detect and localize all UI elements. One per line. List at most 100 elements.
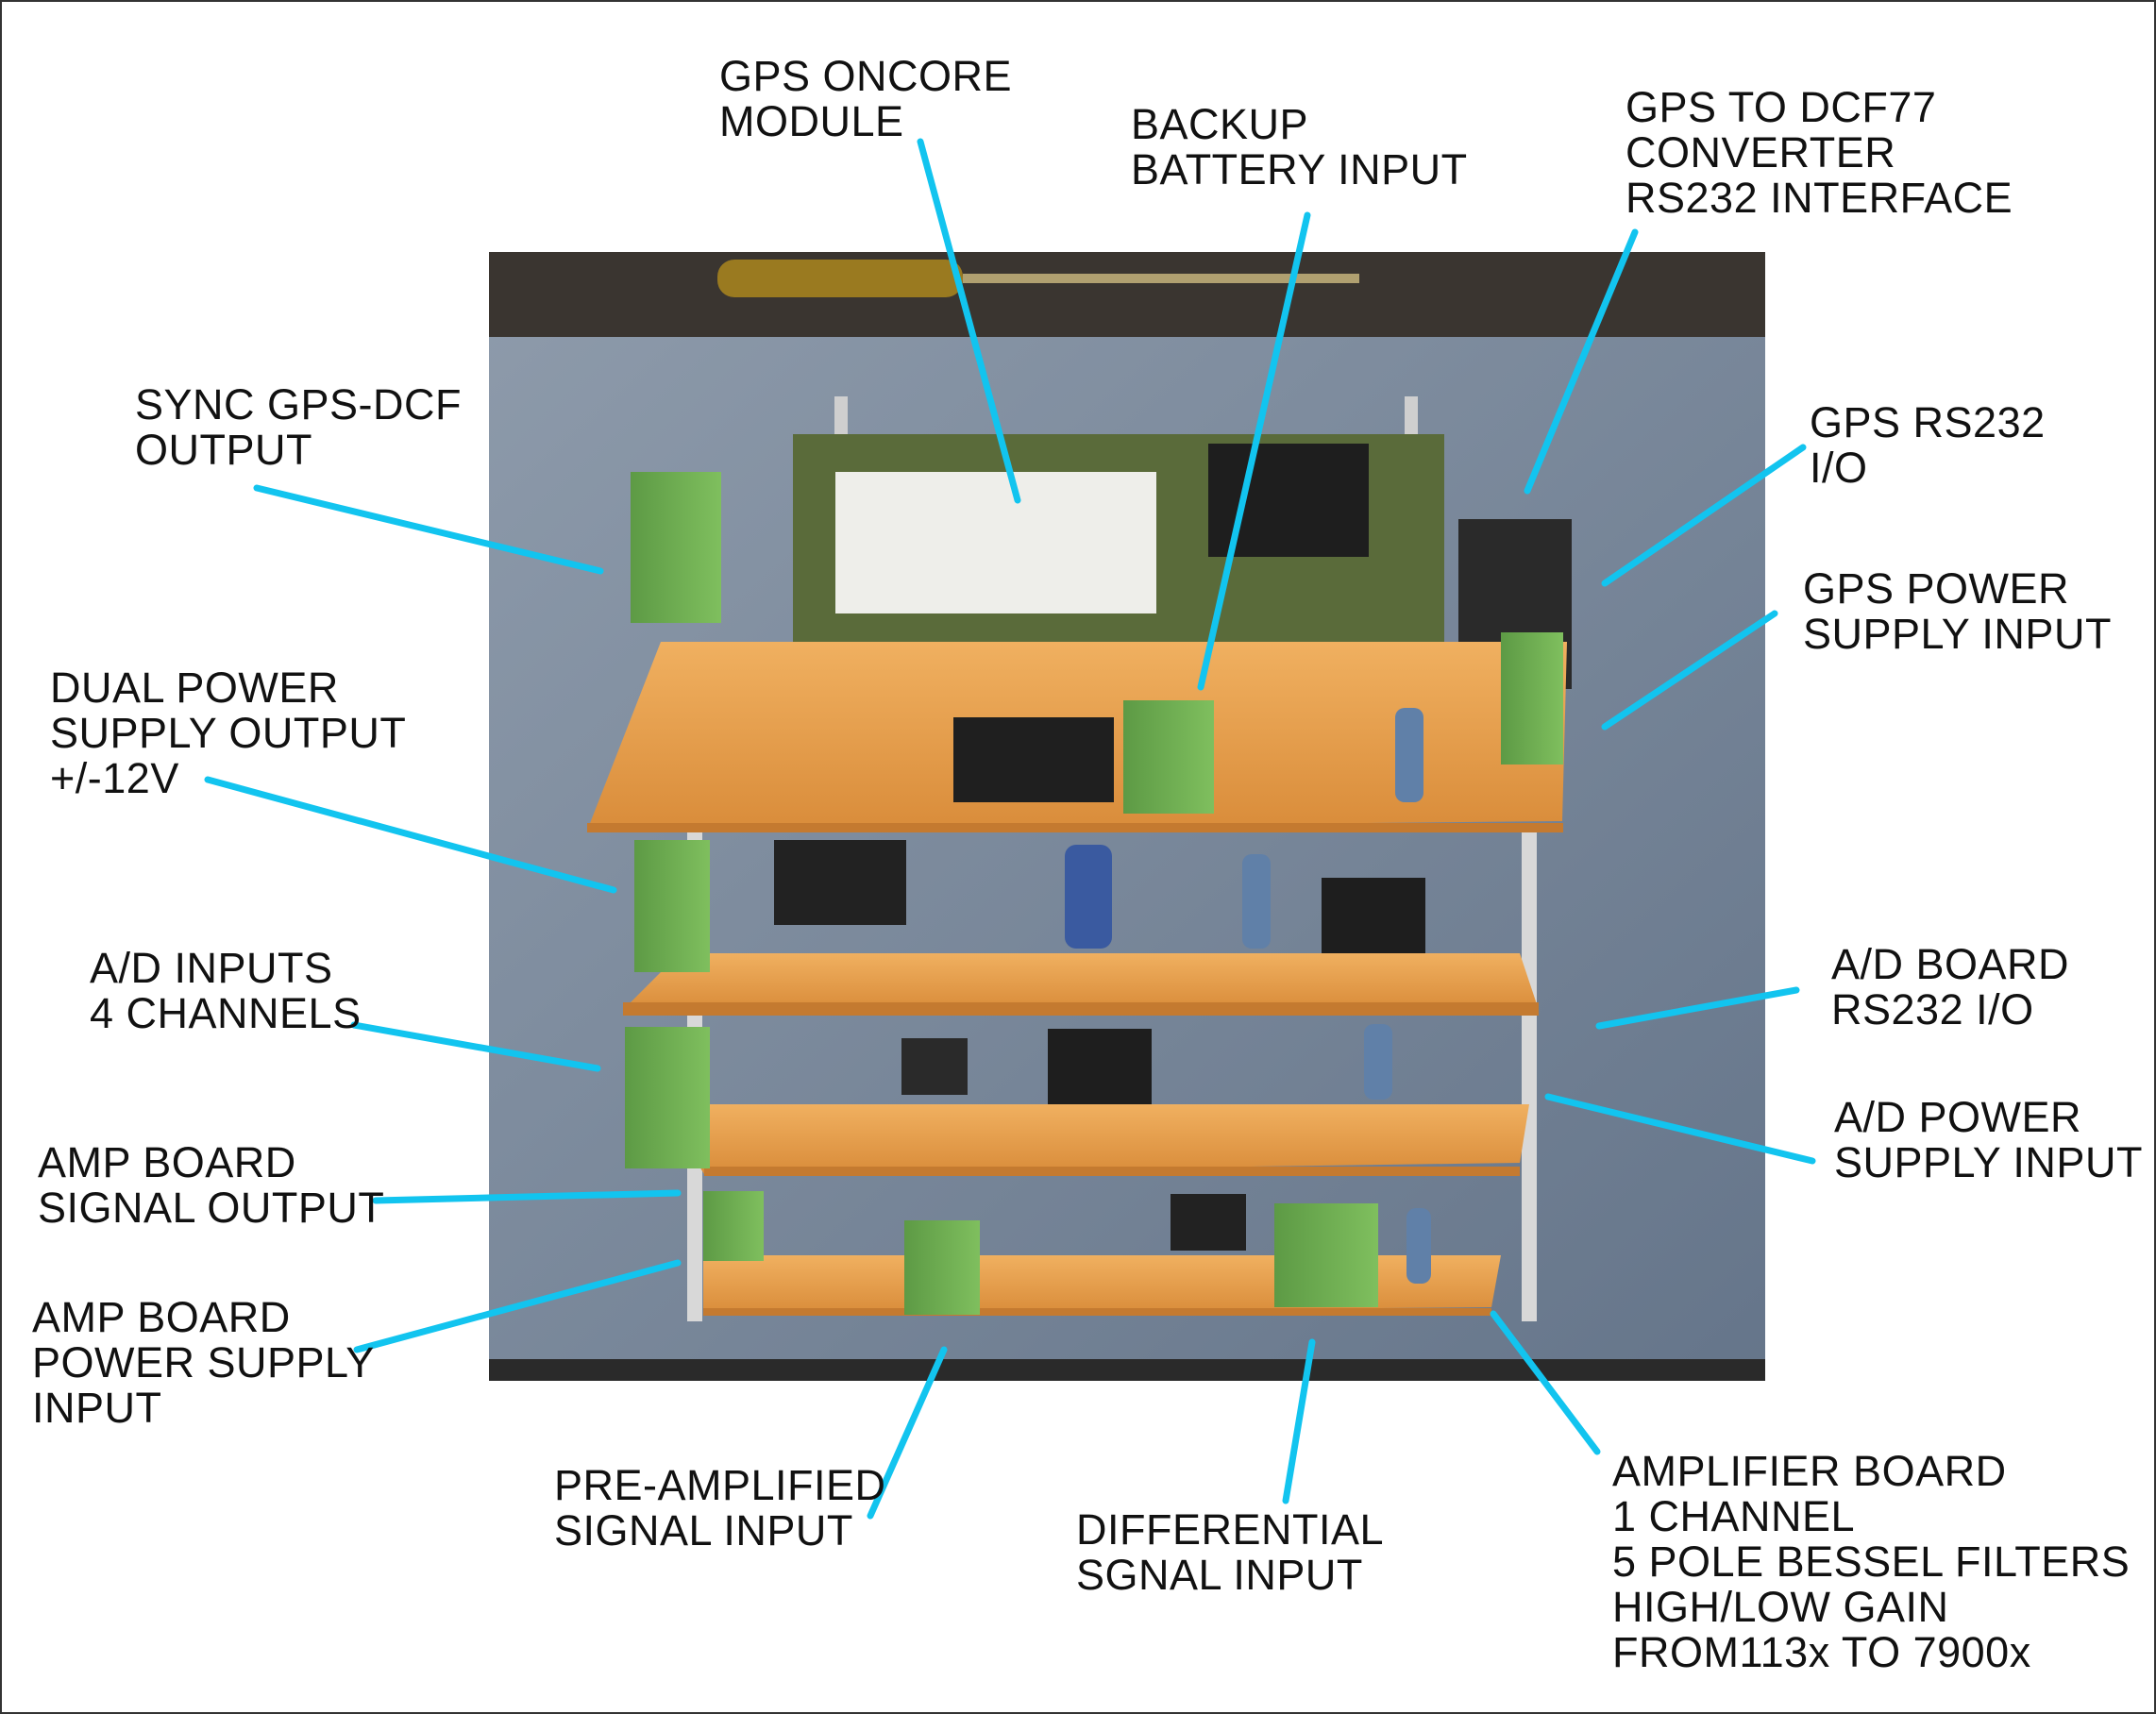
label-line: SUPPLY INPUT [1834,1138,2143,1186]
label-ad-inputs: A/D INPUTS 4 CHANNELS [90,946,362,1036]
leader-line [1595,986,1800,1030]
label-amplifier-board: AMPLIFIER BOARD 1 CHANNEL 5 POLE BESSEL … [1612,1449,2130,1675]
label-line: AMPLIFIER BOARD [1612,1447,2007,1495]
label-gps-rs232-io: GPS RS232 I/O [1810,400,2046,491]
amp-capacitor [1364,1024,1392,1100]
amp-output-terminal-block [703,1191,764,1261]
label-gps-to-dcf77-converter: GPS TO DCF77 CONVERTER RS232 INTERFACE [1625,85,2013,221]
leader-line [350,1021,601,1072]
ad-board-edge [623,1002,1539,1016]
label-line: SUPPLY INPUT [1803,610,2112,658]
label-line: AMP BOARD [32,1293,291,1341]
leader-line [1601,444,1807,587]
label-line: RS232 INTERFACE [1625,174,2013,222]
label-line: 5 POLE BESSEL FILTERS [1612,1538,2131,1586]
ad-inputs-terminal-block [625,1027,710,1168]
amp-ic [1048,1029,1152,1104]
capacitor [1395,708,1423,802]
label-line: SIGNAL INPUT [554,1506,853,1554]
label-line: +/-12V [50,754,179,802]
label-dual-power-supply-output: DUAL POWER SUPPLY OUTPUT +/-12V [50,665,406,801]
photo-top-shadow [489,252,1765,337]
label-line: BACKUP [1131,100,1309,148]
label-line: I/O [1810,444,1868,492]
ad-ic [1322,878,1425,953]
label-line: OUTPUT [135,426,312,474]
leader-line [867,1346,948,1520]
label-line: GPS ONCORE [719,52,1013,100]
label-line: A/D POWER [1834,1093,2082,1141]
ic-socket [953,717,1114,802]
amp-board-lower-edge [703,1308,1491,1316]
label-amp-board-signal-output: AMP BOARD SIGNAL OUTPUT [38,1140,384,1231]
leader-line [1490,1310,1601,1455]
amp-lower-ic [1171,1194,1246,1251]
pre-amp-terminal-block [904,1220,980,1315]
label-line: 1 CHANNEL [1612,1492,1856,1540]
label-line: SYNC GPS-DCF [135,380,463,428]
leader-line [1524,228,1639,495]
label-line: AMP BOARD [38,1138,296,1186]
leader-line [917,138,1021,504]
amp-lower-capacitor [1406,1208,1431,1284]
dual-supply-terminal-block [634,840,710,972]
label-gps-oncore-module: GPS ONCORE MODULE [719,54,1012,144]
ad-component-block [774,840,906,925]
label-line: 4 CHANNELS [90,989,362,1037]
ad-potentiometer [1065,845,1112,949]
label-line: SUPPLY OUTPUT [50,709,407,757]
label-line: PRE-AMPLIFIED [554,1461,886,1509]
label-gps-power-supply-input: GPS POWER SUPPLY INPUT [1803,566,2112,657]
leader-line [1282,1338,1316,1504]
label-line: GPS POWER [1803,564,2070,613]
label-pre-amplified-signal-input: PRE-AMPLIFIED SIGNAL INPUT [554,1463,886,1554]
label-line: CONVERTER [1625,128,1896,176]
amp-ic [901,1038,968,1095]
screwdriver-handle [717,260,963,297]
standoff-post [1522,831,1537,1321]
label-line: RS232 I/O [1831,985,2034,1033]
label-sync-gps-dcf-output: SYNC GPS-DCF OUTPUT [135,382,462,473]
leader-line [253,484,604,575]
label-line: A/D BOARD [1831,940,2070,988]
label-line: FROM113x TO 7900x [1612,1628,2031,1676]
sync-output-terminal-block [631,472,721,623]
ad-capacitor [1242,854,1271,949]
screwdriver-shaft [963,274,1359,283]
label-line: SGNAL INPUT [1076,1551,1363,1599]
leader-line [372,1189,682,1204]
differential-terminal-block [1274,1203,1378,1307]
label-ad-board-rs232-io: A/D BOARD RS232 I/O [1831,942,2069,1033]
amp-board-lower [703,1255,1501,1314]
label-line: HIGH/LOW GAIN [1612,1583,1949,1631]
battery-terminal-block [1123,700,1214,814]
label-backup-battery-input: BACKUP BATTERY INPUT [1131,102,1468,193]
leader-lines [204,138,1816,1520]
circuit-photo [489,252,1765,1381]
label-line: A/D INPUTS [90,944,333,992]
label-line: MODULE [719,97,904,145]
label-line: GPS RS232 [1810,398,2046,446]
label-line: DUAL POWER [50,664,339,712]
leader-line [353,1259,682,1353]
label-line: POWER SUPPLY [32,1338,375,1386]
label-line: INPUT [32,1384,162,1432]
label-ad-power-supply-input: A/D POWER SUPPLY INPUT [1834,1095,2143,1185]
converter-board-edge [587,823,1563,832]
gps-power-terminal-block [1501,632,1563,765]
label-line: DIFFERENTIAL [1076,1505,1385,1554]
leader-line [1544,1093,1816,1165]
gps-oncore-module-body [835,472,1156,613]
leader-line [204,776,617,894]
label-amp-board-power-supply-input: AMP BOARD POWER SUPPLY INPUT [32,1295,375,1431]
amp-board-upper-edge [704,1167,1520,1176]
label-differential-signal-input: DIFFERENTIAL SGNAL INPUT [1076,1507,1384,1598]
photo-bottom-shadow [489,1359,1765,1381]
leader-line [1601,610,1778,731]
amp-board-upper [661,1104,1529,1174]
label-line: BATTERY INPUT [1131,145,1468,193]
leader-line [1197,211,1311,691]
label-line: SIGNAL OUTPUT [38,1184,385,1232]
label-line: GPS TO DCF77 [1625,83,1937,131]
